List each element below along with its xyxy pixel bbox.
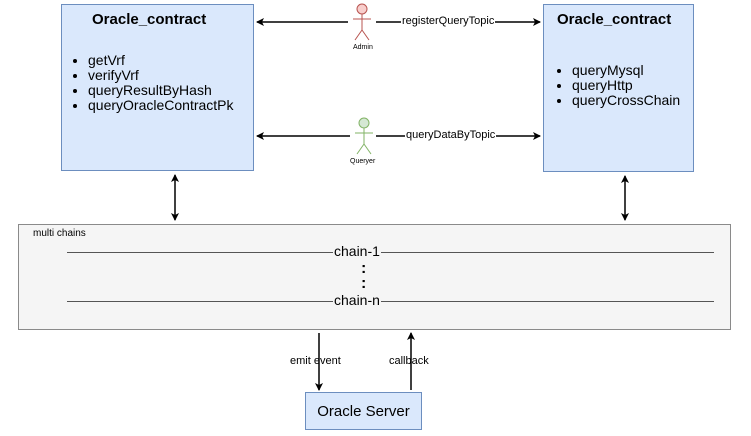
oracle-server-box: Oracle Server xyxy=(305,392,422,430)
method-item: queryHttp xyxy=(572,78,680,93)
left-oracle-contract-box: Oracle_contract getVrf verifyVrf queryRe… xyxy=(61,4,254,171)
method-item: verifyVrf xyxy=(88,68,234,83)
multi-chains-container: multi chains chain-1 : : chain-n xyxy=(18,224,731,330)
method-item: getVrf xyxy=(88,53,234,68)
left-contract-methods: getVrf verifyVrf queryResultByHash query… xyxy=(72,53,234,113)
chain-ellipsis: : xyxy=(360,260,368,277)
callback-label: callback xyxy=(389,355,429,367)
oracle-server-label: Oracle Server xyxy=(317,402,410,420)
admin-actor-icon xyxy=(353,3,371,41)
emit-event-label: emit event xyxy=(290,355,341,367)
method-item: queryCrossChain xyxy=(572,93,680,108)
chain-1-label: chain-1 xyxy=(333,243,381,259)
left-contract-title: Oracle_contract xyxy=(92,11,207,28)
querier-actor-icon xyxy=(355,117,373,155)
chain-n-line xyxy=(67,301,714,302)
multi-chains-label: multi chains xyxy=(33,228,86,239)
right-contract-title: Oracle_contract xyxy=(557,11,672,28)
chain-n-label: chain-n xyxy=(333,292,381,308)
query-data-by-topic-label: queryDataByTopic xyxy=(405,129,497,141)
chain-1-line xyxy=(67,252,714,253)
right-oracle-contract-box: Oracle_contract queryMysql queryHttp que… xyxy=(543,4,694,172)
chain-ellipsis-2: : xyxy=(360,275,368,292)
right-contract-methods: queryMysql queryHttp queryCrossChain xyxy=(556,63,680,108)
register-query-topic-label: registerQueryTopic xyxy=(401,15,496,27)
method-item: queryOracleContractPk xyxy=(88,98,234,113)
method-item: queryMysql xyxy=(572,63,680,78)
querier-label: Queryer xyxy=(350,158,376,165)
admin-label: Admin xyxy=(353,44,373,51)
method-item: queryResultByHash xyxy=(88,83,234,98)
